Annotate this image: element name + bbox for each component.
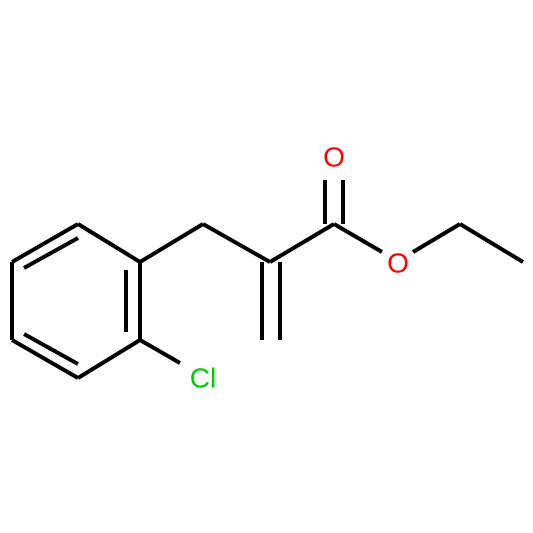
chlorine-label: Cl [190, 363, 216, 394]
carbonyl-to-ester-oxygen-bond [332, 222, 384, 254]
ethyl-bond [458, 222, 525, 264]
benzylic-bond [138, 222, 205, 264]
ring-bond-top-left [11, 222, 79, 264]
ring-bond-top-right [76, 222, 142, 264]
acrylate-side-chain [138, 180, 525, 340]
ester-oxygen-label: O [387, 248, 409, 279]
ring-bond-bottom-right [76, 338, 142, 380]
benzene-ring [10, 222, 142, 380]
ring-bond-bottom-left [11, 338, 79, 380]
ester-oxygen-to-ethyl-bond [411, 222, 462, 254]
aryl-chlorine-bond [139, 338, 181, 365]
methylene-bond [202, 222, 271, 264]
carbonyl-oxygen-label: O [323, 142, 345, 173]
ring-inner-double-top-left [23, 236, 79, 270]
alpha-carbon-to-carbonyl-bond [268, 222, 336, 264]
ring-inner-double-bottom-left [23, 332, 79, 366]
